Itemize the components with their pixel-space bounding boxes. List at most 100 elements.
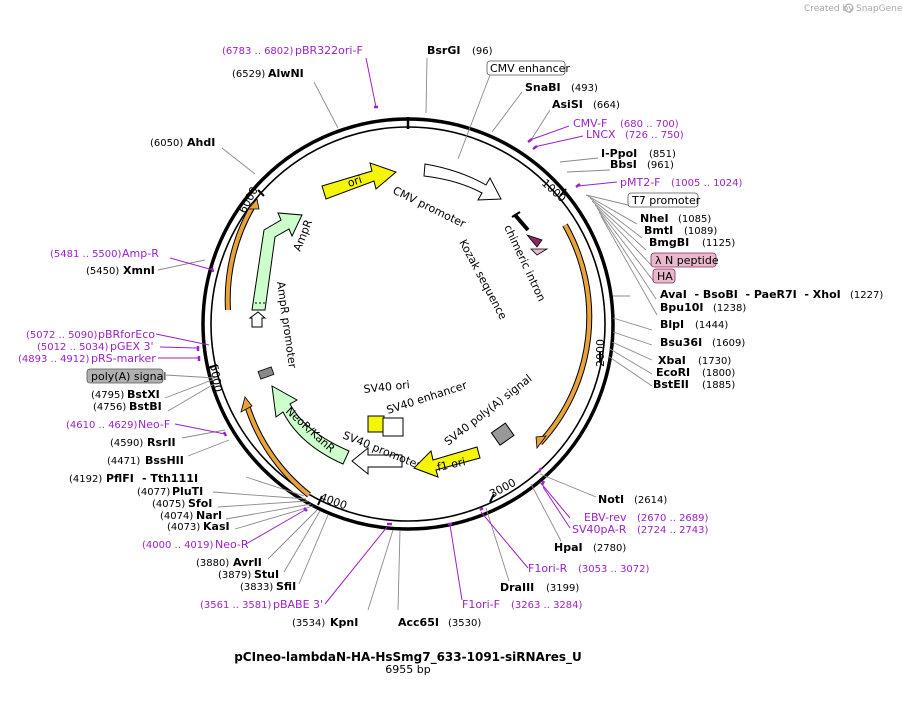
tick-1000: [559, 188, 567, 197]
feature-ampr-promoter: [248, 311, 267, 328]
feature-lambda-n-block: [525, 234, 543, 248]
site-xmni-pos: (5450): [86, 266, 119, 277]
site-acc65i[interactable]: Acc65I: [398, 616, 439, 629]
site-bsrgi[interactable]: BsrGI: [427, 44, 460, 57]
box-lambda-n-peptide-label: λ N peptide: [655, 254, 719, 267]
site-sfii[interactable]: SfiI: [276, 580, 296, 593]
site-i-ppoi[interactable]: I-PpoI: [601, 147, 637, 160]
site-bbsi[interactable]: BbsI: [610, 158, 637, 171]
orf-arc-1-arrowhead: [535, 435, 547, 450]
primer-pbabe3-range: (3561 .. 3581): [200, 600, 272, 611]
primer-neo-f[interactable]: Neo-F: [138, 418, 170, 431]
primer-prs-marker-range: (4893 .. 4912): [18, 354, 90, 365]
tick-3000: [489, 493, 495, 503]
site-bstbi[interactable]: BstBI: [129, 400, 162, 413]
site-stui-pos: (3879): [218, 570, 251, 581]
box-cmv-enhancer-label: CMV enhancer: [490, 62, 570, 75]
site-stui[interactable]: StuI: [254, 568, 279, 581]
tick-4000: [317, 495, 323, 506]
site-bstxi-pos: (4795): [91, 390, 124, 401]
site-ecori[interactable]: EcoRI: [656, 366, 690, 379]
site-pflfi-pos: (4192): [69, 474, 102, 485]
credit-brand: SnapGene: [856, 4, 902, 14]
primer-f1ori-r-range: (3053 .. 3072): [578, 564, 650, 575]
primer-lncx[interactable]: LNCX: [586, 128, 616, 141]
site-nari-pos: (4074): [160, 511, 193, 522]
box-ha[interactable]: [652, 268, 676, 284]
primer-neo-r[interactable]: Neo-R: [215, 538, 249, 551]
box-lambda-n-peptide[interactable]: [650, 252, 717, 268]
primer-pbr322ori-f[interactable]: pBR322ori-F: [295, 44, 363, 57]
site-blpi[interactable]: BlpI: [660, 318, 684, 331]
snapgene-logo-icon: [844, 3, 854, 13]
site-draiii-pos: (3199): [546, 583, 579, 594]
site-noti[interactable]: NotI: [598, 493, 624, 506]
site-rsrii[interactable]: RsrII: [147, 436, 176, 449]
feature-label-f1-ori: f1 ori: [436, 455, 467, 474]
site-nhei[interactable]: NheI: [640, 212, 669, 225]
primer-f1ori-f[interactable]: F1ori-F: [462, 598, 500, 611]
primer-prs-marker[interactable]: pRS-marker: [91, 352, 156, 365]
site-bmti[interactable]: BmtI: [644, 224, 673, 237]
feature-ori: [321, 162, 397, 200]
site-xmni[interactable]: XmnI: [123, 264, 155, 277]
site-bsteii[interactable]: BstEII: [653, 378, 689, 391]
site-alwni[interactable]: AlwNI: [268, 67, 304, 80]
primer-f1ori-r[interactable]: F1ori-R: [528, 562, 568, 575]
primer-pmt2-f-range: (1005 .. 1024): [671, 178, 743, 189]
site-snabi[interactable]: SnaBI: [525, 81, 561, 94]
site-avrii[interactable]: AvrII: [233, 556, 262, 569]
site-bstxi[interactable]: BstXI: [127, 388, 160, 401]
feature-label-ampr-promoter: AmpR promoter: [274, 281, 299, 370]
tick-5000: [207, 364, 218, 369]
box-cmv-enhancer[interactable]: [486, 60, 566, 76]
primer-pbrforeco-range: (5072 .. 5090): [26, 330, 98, 341]
site-bstbi-pos: (4756): [93, 402, 126, 413]
site-bpu10i-pos: (1238): [713, 303, 746, 314]
site-asisi[interactable]: AsiSI: [552, 98, 583, 111]
primer-pgex3[interactable]: pGEX 3': [110, 340, 154, 353]
site-ahdi[interactable]: AhdI: [187, 136, 215, 149]
map-length: 6955 bp: [385, 663, 430, 676]
primer-cmv-f[interactable]: CMV-F: [573, 117, 607, 130]
primer-ebv-rev[interactable]: EBV-rev: [584, 511, 627, 524]
primer-sv40pa-r[interactable]: SV40pA-R: [572, 523, 627, 536]
site-kpni[interactable]: KpnI: [330, 616, 358, 629]
primer-amp-r[interactable]: Amp-R: [122, 247, 159, 260]
site-bpu10i[interactable]: Bpu10I: [660, 301, 704, 314]
site-kasi[interactable]: KasI: [203, 520, 230, 533]
site-ecori-pos: (1800): [702, 368, 735, 379]
site-bmgbi[interactable]: BmgBI: [649, 236, 689, 249]
site-bsshii[interactable]: BssHII: [145, 454, 184, 467]
feature-sv40-enhancer: [382, 417, 404, 437]
box-polya-signal[interactable]: [86, 368, 164, 384]
feature-intron-bar: [513, 213, 530, 232]
feature-label-chimeric-intron: chimeric intron: [501, 223, 548, 304]
site-avrii-pos: (3880): [196, 558, 229, 569]
primer-pmt2-f[interactable]: pMT2-F: [620, 176, 661, 189]
site-blpi-pos: (1444): [695, 320, 728, 331]
site-ava-group[interactable]: AvaI - BsoBI - PaeR7I - XhoI: [660, 288, 841, 301]
site-nari[interactable]: NarI: [196, 509, 222, 522]
site-draiii[interactable]: DraIII: [500, 581, 534, 594]
site-pluti[interactable]: PluTI: [172, 485, 203, 498]
feature-sv40-polya: [490, 422, 515, 446]
site-xbai[interactable]: XbaI: [658, 354, 686, 367]
feature-label-sv40-ori: SV40 ori: [363, 378, 410, 396]
site-bsrgi-pos: (96): [472, 46, 493, 57]
tick-marks: [207, 188, 601, 506]
site-pflfi[interactable]: PflFI: [106, 472, 134, 485]
primer-pbabe3[interactable]: pBABE 3': [273, 598, 323, 611]
site-sfoi[interactable]: SfoI: [188, 497, 212, 510]
site-nhei-pos: (1085): [678, 214, 711, 225]
primer-lncx-range: (726 .. 750): [625, 130, 684, 141]
site-xbai-pos: (1730): [698, 356, 731, 367]
site-kpni-pos: (3534): [292, 618, 325, 629]
site-bsu36i[interactable]: Bsu36I: [660, 336, 702, 349]
credit-prefix: Created by: [804, 4, 854, 14]
primer-pbrforeco[interactable]: pBRforEco: [98, 328, 155, 341]
primer-amp-r-range: (5481 .. 5500): [50, 249, 122, 260]
box-t7-promoter[interactable]: [627, 192, 699, 208]
site-tth111i[interactable]: - Tth111I: [142, 472, 198, 485]
site-hpai[interactable]: HpaI: [554, 541, 583, 554]
